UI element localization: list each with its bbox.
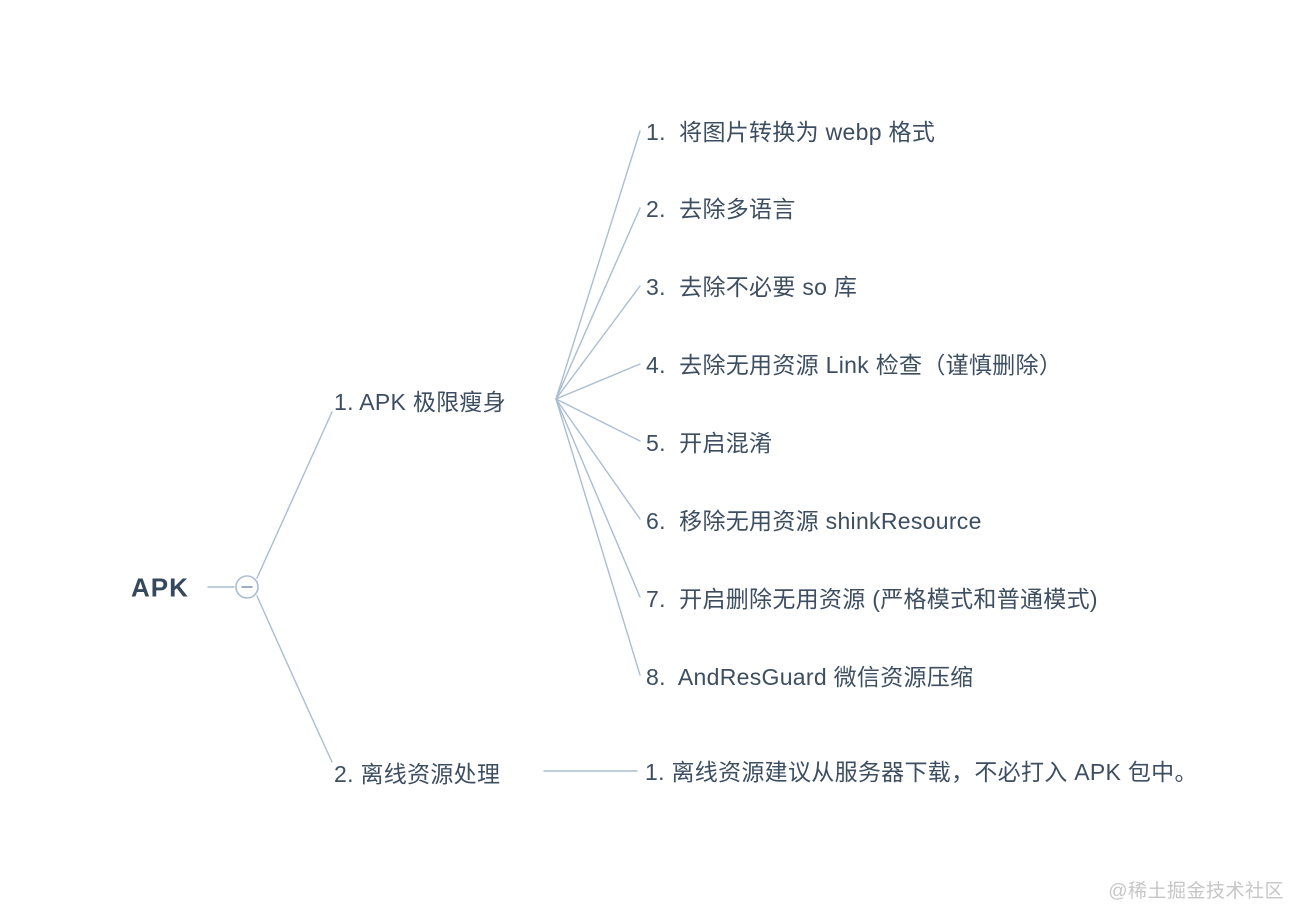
branch-node-offline-resources[interactable]: 2. 离线资源处理	[334, 761, 501, 787]
root-node-apk[interactable]: APK	[131, 572, 189, 603]
connector-branch1-child-7	[555, 398, 641, 598]
child-node-lint-check[interactable]: 4. 去除无用资源 Link 检查（谨慎删除）	[646, 352, 1063, 378]
branch-node-apk-slimming[interactable]: 1. APK 极限瘦身	[334, 389, 507, 415]
child-node-remove-unused-resources[interactable]: 7. 开启删除无用资源 (严格模式和普通模式)	[646, 586, 1098, 612]
connector-root-branch-1	[256, 411, 333, 579]
watermark: @稀土掘金技术社区	[1108, 881, 1284, 902]
child-node-remove-languages[interactable]: 2. 去除多语言	[646, 196, 796, 222]
collapse-toggle[interactable]	[235, 575, 259, 599]
child-node-offline-download[interactable]: 1. 离线资源建议从服务器下载，不必打入 APK 包中。	[645, 759, 1198, 786]
connector-branch1-child-4	[555, 363, 641, 400]
child-node-remove-so-libs[interactable]: 3. 去除不必要 so 库	[646, 274, 858, 300]
child-node-shrink-resource[interactable]: 6. 移除无用资源 shinkResource	[646, 508, 982, 534]
connector-branch1-child-2	[555, 207, 641, 400]
child-node-proguard[interactable]: 5. 开启混淆	[646, 430, 773, 456]
connector-branch1-child-5	[555, 398, 641, 442]
connector-root-branch-2	[256, 595, 333, 763]
connector-branch1-child-3	[555, 285, 641, 400]
connector-branch1-child-8	[555, 398, 641, 676]
connector-branch1-child-6	[555, 398, 641, 520]
child-node-andresguard[interactable]: 8. AndResGuard 微信资源压缩	[646, 664, 974, 690]
connector-branch1-child-1	[555, 130, 641, 400]
child-node-webp[interactable]: 1. 将图片转换为 webp 格式	[646, 119, 936, 145]
